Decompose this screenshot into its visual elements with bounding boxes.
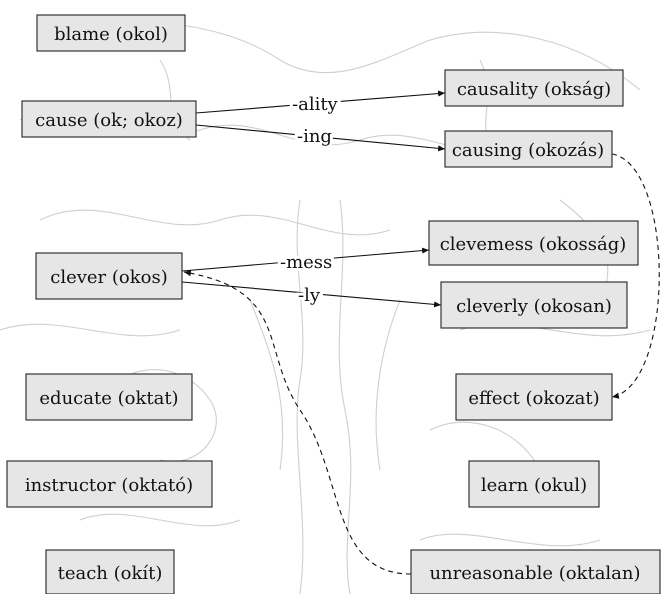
edge-ing — [195, 124, 446, 152]
edge-mess — [181, 247, 430, 272]
node-label: instructor (oktató) — [25, 475, 193, 496]
edge-ly — [181, 281, 442, 308]
node-label: causality (okság) — [457, 79, 611, 100]
edge-label-ing: -ing — [297, 126, 332, 147]
node-clever[interactable]: clever (okos) — [35, 252, 183, 300]
node-label: causing (okozás) — [452, 140, 604, 161]
edge-label-ly: -ly — [298, 285, 321, 306]
node-label: learn (okul) — [481, 475, 587, 496]
edge-label-mess: -mess — [280, 252, 332, 273]
edge-causing-effect — [611, 153, 660, 399]
node-label: clever (okos) — [50, 267, 168, 288]
node-blame[interactable]: blame (okol) — [36, 14, 186, 52]
node-label: cause (ok; okoz) — [35, 110, 183, 131]
node-label: teach (okít) — [58, 563, 163, 584]
node-label: cleverly (okosan) — [456, 296, 612, 317]
edges: -ality -ing -mess -ly — [181, 90, 660, 575]
node-clevemess[interactable]: clevemess (okosság) — [428, 220, 639, 266]
node-label: effect (okozat) — [468, 388, 599, 409]
nodes: blame (okol) cause (ok; okoz) causality … — [6, 14, 661, 594]
node-label: unreasonable (oktalan) — [429, 563, 640, 584]
node-label: educate (oktat) — [39, 388, 178, 409]
node-teach[interactable]: teach (okít) — [45, 549, 175, 594]
node-cause[interactable]: cause (ok; okoz) — [21, 100, 197, 138]
node-unreasonable[interactable]: unreasonable (oktalan) — [410, 549, 661, 594]
node-causality[interactable]: causality (okság) — [444, 69, 624, 107]
node-cleverly[interactable]: cleverly (okosan) — [440, 281, 628, 329]
node-educate[interactable]: educate (oktat) — [25, 373, 193, 421]
node-learn[interactable]: learn (okul) — [468, 460, 600, 508]
node-instructor[interactable]: instructor (oktató) — [6, 460, 213, 508]
node-causing[interactable]: causing (okozás) — [444, 130, 613, 168]
node-label: blame (okol) — [54, 24, 168, 45]
edge-unreasonable-clever — [183, 270, 412, 575]
node-effect[interactable]: effect (okozat) — [455, 373, 613, 421]
edge-label-ality: -ality — [292, 94, 339, 115]
node-label: clevemess (okosság) — [440, 234, 627, 255]
edge-ality — [195, 90, 446, 114]
